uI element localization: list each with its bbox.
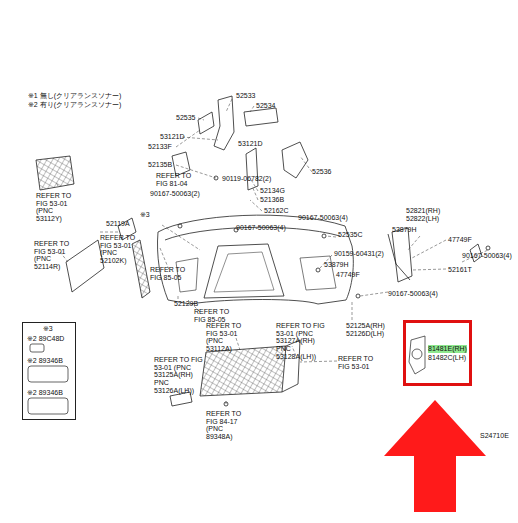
highlight-box: 81481E(RH)81482C(LH) xyxy=(403,320,472,386)
callout-number: 90159-60431(2) xyxy=(334,250,384,258)
callout-number: 90167-50063(4) xyxy=(388,290,438,298)
callout-number: 52129B xyxy=(174,300,198,308)
reference-note: REFER TO FIG 53-01 (PNC 52102K) xyxy=(100,234,142,265)
callout-number: 52821(RH) xyxy=(406,207,440,215)
callout-number: 52161T xyxy=(448,266,472,274)
part-number: 81481E(RH) xyxy=(428,345,467,353)
reference-note: REFER TO FIG 84-17 (PNC 89348A) xyxy=(206,410,250,441)
callout-number: 52136B xyxy=(260,196,284,204)
callout-number: 52125A(RH) xyxy=(346,322,385,330)
reference-note: REFER TO FIG 85-05 xyxy=(194,308,236,323)
callout-number: 47749F xyxy=(448,236,472,244)
callout-number: 52133F xyxy=(148,143,172,151)
callout-number: 90167-50063(4) xyxy=(298,214,348,222)
callout-number: 52535 xyxy=(176,114,195,122)
callout-number: ※3 xyxy=(140,211,150,219)
callout-number: 52822(LH) xyxy=(406,215,439,223)
callout-number: 52126D(LH) xyxy=(346,330,384,338)
callout-number: 52535C xyxy=(338,231,363,239)
reference-note: REFER TO FIG 85-05 xyxy=(150,266,192,281)
callout-number: 53121D xyxy=(160,133,185,141)
callout-number: 52533 xyxy=(236,92,255,100)
part-number: 81482C(LH) xyxy=(428,354,466,362)
reference-note: REFER TO FIG 53-01 (PNC 53112Y) xyxy=(36,192,80,223)
callout-number: 53121D xyxy=(238,140,263,148)
reference-note: REFER TO FIG 53-01 (PNC 52114R) xyxy=(34,240,76,271)
callout-number: 90167-50063(4) xyxy=(236,224,286,232)
callout-number: 52135B xyxy=(148,161,172,169)
callout-number: 47749F xyxy=(336,271,360,279)
reference-note: REFER TO FIG 53-01 (PNC 53125A(RH) PNC 5… xyxy=(154,356,208,394)
part-number: ※2 89346B xyxy=(27,389,63,397)
callout-number: ※1 無し(クリアランスソナー) xyxy=(28,92,121,100)
callout-number: 52536 xyxy=(312,168,331,176)
callout-number: 52119A xyxy=(106,220,130,228)
callout-number: ※2 有り(クリアランスソナー) xyxy=(28,101,121,109)
callout-number: 90119-06782(2) xyxy=(222,175,271,183)
reference-note: REFER TO FIG 53-01 (PNC 53127A(RH) PNC 5… xyxy=(276,322,330,360)
callout-number: 52162C xyxy=(264,207,289,215)
callout-number: 52134G xyxy=(260,187,285,195)
callout-number: 90167-50063(4) xyxy=(462,252,512,260)
reference-note: REFER TO FIG 53-01 xyxy=(338,355,382,370)
callout-number: 52534 xyxy=(256,102,275,110)
callout-number: 90167-50063(2) xyxy=(150,190,200,198)
part-number: ※2 89346B xyxy=(27,357,63,365)
callout-number: 53879H xyxy=(392,226,417,234)
callout-number: 53879H xyxy=(324,261,349,269)
inset-box: ※3 ※2 89C48D ※2 89346B ※2 89346B xyxy=(22,322,76,420)
reference-note: REFER TO FIG 53-01 (PNC 53112A) xyxy=(206,322,250,353)
part-number: ※3 xyxy=(43,325,53,333)
callout-number: S24710E xyxy=(480,432,509,440)
part-number: ※2 89C48D xyxy=(27,335,64,343)
reference-note: REFER TO FIG 81-04 xyxy=(156,172,198,187)
